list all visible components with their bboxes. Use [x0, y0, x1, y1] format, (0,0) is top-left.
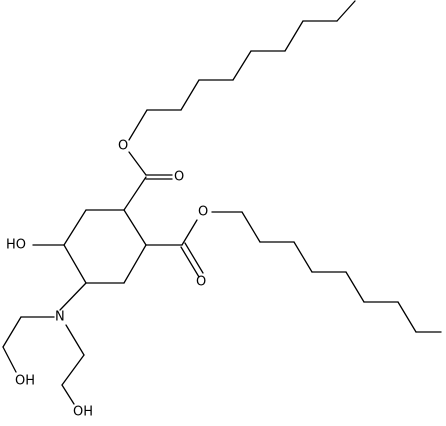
bond — [180, 246, 200, 278]
ester1-ether-oxygen-label: O — [118, 139, 128, 154]
ring-hydroxyl-label: HO — [6, 238, 26, 253]
bond — [128, 151, 147, 176]
hydroxyl-arm-1-label: OH — [15, 374, 35, 389]
bond — [336, 0, 356, 22]
ester1-carbonyl-oxygen-label: O — [174, 170, 184, 185]
upper-octyl-chain — [128, 0, 356, 141]
hydroxyl-arm-2-label: OH — [73, 405, 93, 420]
bond — [123, 176, 147, 211]
bond — [293, 241, 313, 273]
bond — [65, 324, 85, 356]
lower-ester-group — [145, 219, 204, 278]
bond — [2, 316, 22, 348]
bond — [2, 346, 17, 373]
bond — [63, 209, 87, 246]
bond — [128, 109, 148, 141]
bond — [184, 242, 204, 274]
bond — [232, 50, 252, 81]
bond — [284, 20, 304, 52]
diethanolamine-group — [2, 282, 87, 405]
bond — [181, 219, 198, 246]
cyclohexane-ring — [63, 209, 147, 284]
bond — [345, 271, 365, 303]
bond — [61, 384, 75, 405]
upper-ester-group — [123, 151, 173, 211]
amine-nitrogen-label: N — [55, 310, 65, 325]
lower-octyl-chain — [211, 211, 442, 333]
bond — [180, 79, 200, 111]
bond — [241, 211, 261, 243]
ester2-carbonyl-oxygen-label: O — [196, 275, 206, 290]
bond — [123, 209, 147, 246]
bond — [63, 244, 87, 284]
bond — [123, 244, 147, 284]
bond — [61, 354, 85, 386]
bond — [397, 301, 417, 333]
bond — [59, 282, 87, 311]
ester2-ether-oxygen-label: O — [198, 205, 208, 220]
